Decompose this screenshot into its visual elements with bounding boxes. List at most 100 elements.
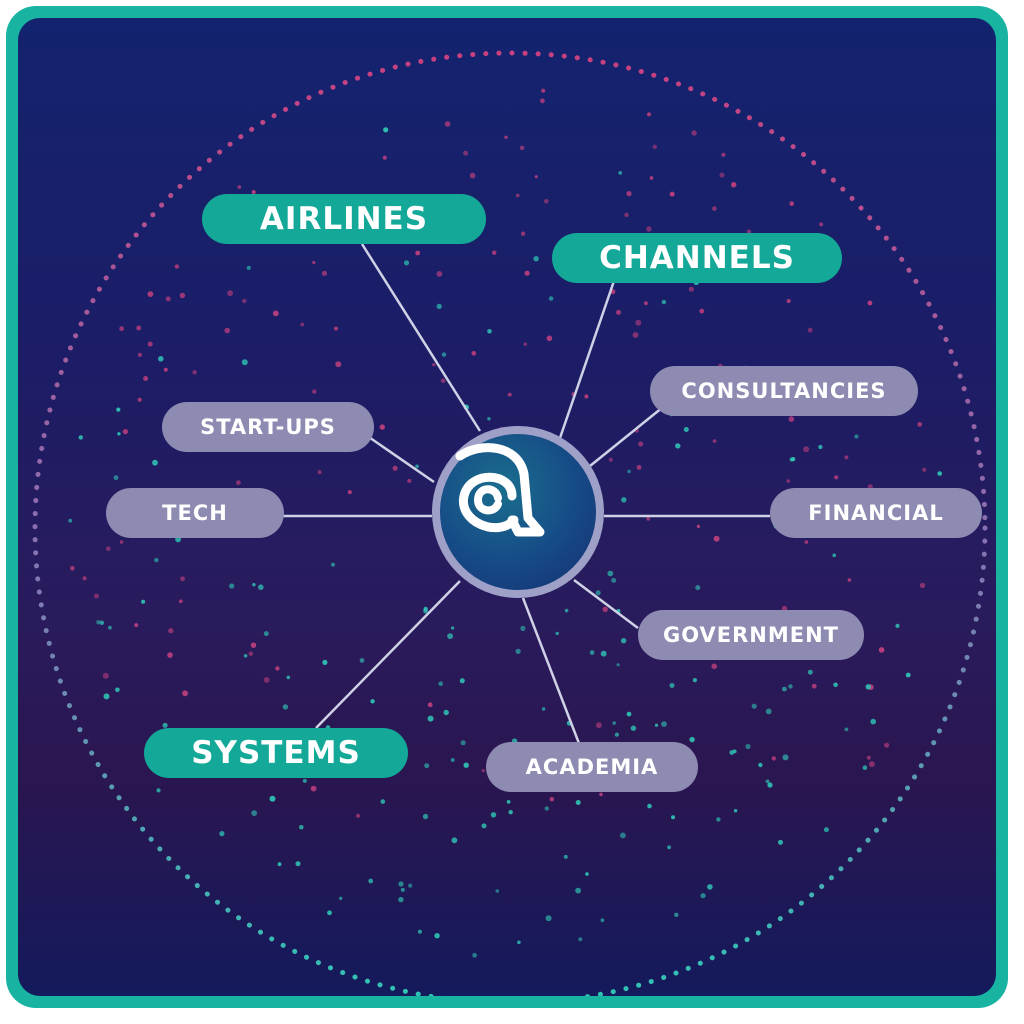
- scatter-dot: [463, 762, 469, 768]
- scatter-dot: [621, 497, 627, 503]
- scatter-dot: [636, 465, 642, 470]
- scatter-dot: [895, 623, 900, 629]
- scatter-dot: [180, 576, 186, 582]
- scatter-dot: [791, 457, 796, 462]
- scatter-dot: [564, 608, 569, 613]
- scatter-dot: [441, 352, 447, 357]
- scatter-dot: [70, 566, 75, 571]
- scatter-dot: [163, 367, 168, 372]
- scatter-dot: [487, 329, 492, 334]
- scatter-dot: [712, 206, 717, 211]
- scatter-dot: [922, 467, 927, 472]
- scatter-dot: [359, 658, 365, 663]
- central-hub[interactable]: [432, 426, 604, 598]
- scatter-dot: [380, 799, 386, 804]
- scatter-dot: [275, 666, 280, 671]
- scatter-dot: [407, 478, 412, 483]
- scatter-dot: [878, 647, 885, 653]
- scatter-dot: [236, 480, 241, 486]
- scatter-dot: [327, 910, 332, 916]
- scatter-dot: [99, 620, 105, 625]
- scatter-dot: [765, 779, 770, 784]
- scatter-dot: [122, 429, 128, 435]
- scatter-dot: [463, 150, 469, 156]
- node-academia-label: ACADEMIA: [525, 755, 659, 779]
- scatter-dot: [541, 707, 546, 711]
- scatter-dot: [884, 742, 890, 748]
- scatter-dot: [243, 654, 248, 658]
- scatter-dot: [383, 127, 389, 133]
- scatter-dot: [227, 290, 234, 297]
- scatter-dot: [403, 260, 410, 266]
- scatter-dot: [661, 721, 667, 727]
- scatter-dot: [782, 686, 787, 692]
- scatter-dot: [548, 296, 554, 301]
- scatter-dot: [788, 684, 793, 689]
- scatter-dot: [611, 577, 617, 583]
- scatter-dot: [866, 755, 871, 760]
- scatter-dot: [711, 663, 717, 670]
- scatter-dot: [719, 172, 725, 178]
- node-government[interactable]: GOVERNMENT: [638, 610, 864, 660]
- scatter-dot: [272, 310, 279, 317]
- scatter-dot: [624, 212, 629, 218]
- node-channels[interactable]: CHANNELS: [552, 233, 842, 283]
- scatter-dot: [575, 800, 581, 805]
- scatter-dot: [113, 475, 119, 481]
- scatter-dot: [533, 256, 539, 262]
- scatter-dot: [492, 250, 497, 255]
- scatter-dot: [295, 861, 301, 867]
- scatter-dot: [269, 795, 276, 802]
- node-government-label: GOVERNMENT: [662, 623, 839, 647]
- scatter-dot: [427, 702, 433, 708]
- scatter-dot: [168, 628, 174, 634]
- scatter-dot: [382, 155, 387, 160]
- scatter-dot: [224, 327, 230, 334]
- node-financial[interactable]: FINANCIAL: [770, 488, 982, 538]
- scatter-dot: [578, 937, 583, 942]
- scatter-dot: [192, 370, 197, 375]
- node-academia[interactable]: ACADEMIA: [486, 742, 698, 792]
- scatter-dot: [434, 933, 440, 939]
- scatter-dot: [905, 672, 911, 678]
- scatter-dot: [506, 800, 511, 804]
- connector-academia: [521, 597, 582, 747]
- scatter-dot: [147, 341, 153, 347]
- node-consultancies[interactable]: CONSULTANCIES: [650, 366, 918, 416]
- scatter-dot: [627, 469, 631, 474]
- node-tech[interactable]: TECH: [106, 488, 284, 538]
- scatter-dot: [408, 883, 413, 888]
- connector-channels: [558, 280, 616, 439]
- scatter-dot: [490, 812, 497, 818]
- scatter-dot: [534, 175, 538, 179]
- node-start-ups[interactable]: START-UPS: [162, 402, 374, 452]
- scatter-dot: [721, 152, 726, 157]
- scatter-dot: [647, 803, 652, 809]
- dotted-outer-ring: [32, 50, 988, 996]
- connector-government: [573, 579, 639, 629]
- scatter-dot: [644, 301, 648, 306]
- scatter-dot: [689, 736, 695, 743]
- node-systems-label: SYSTEMS: [191, 735, 361, 771]
- node-financial-label: FINANCIAL: [808, 501, 944, 525]
- node-systems[interactable]: SYSTEMS: [144, 728, 408, 778]
- scatter-dot: [152, 459, 158, 466]
- scatter-dot: [661, 299, 667, 305]
- scatter-dot: [450, 758, 455, 762]
- scatter-dot: [322, 659, 328, 666]
- scatter-dot: [618, 171, 623, 175]
- scatter-dot: [263, 677, 270, 683]
- scatter-dot: [321, 270, 328, 276]
- scatter-dot: [788, 416, 795, 422]
- scatter-dot: [585, 872, 589, 876]
- scatter-dot: [241, 359, 248, 366]
- scatter-dot: [451, 626, 455, 630]
- node-tech-label: TECH: [162, 501, 228, 525]
- node-airlines[interactable]: AIRLINES: [202, 194, 486, 244]
- scatter-dot: [632, 332, 639, 338]
- scatter-dot: [712, 439, 717, 443]
- scatter-dot: [246, 265, 251, 270]
- scatter-dot: [436, 271, 443, 277]
- scatter-dot: [495, 889, 500, 893]
- scatter-dot: [620, 832, 626, 839]
